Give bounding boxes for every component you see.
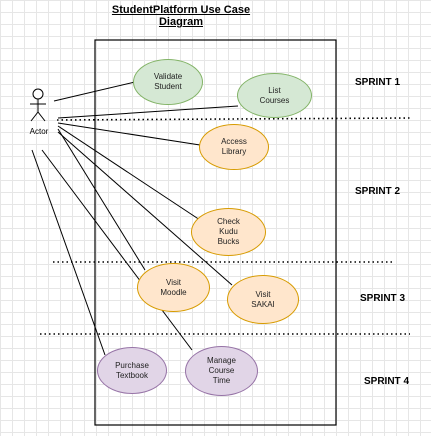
association-visit-moodle (57, 128, 146, 271)
sprint-divider-1 (56, 117, 411, 121)
actor-figure (30, 88, 46, 122)
usecase-check-kudu-bucks[interactable]: Check Kudu Bucks (191, 208, 266, 256)
usecase-manage-course-time[interactable]: Manage Course Time (185, 346, 258, 396)
association-manage-course-time (41, 149, 193, 351)
sprint-label-3: SPRINT 3 (360, 293, 406, 304)
system-boundary (94, 39, 337, 426)
actor-left-leg (30, 111, 39, 122)
association-check-kudu-bucks (57, 125, 201, 221)
usecase-access-library[interactable]: Access Library (199, 124, 269, 170)
actor-label: Actor (29, 127, 49, 136)
usecase-visit-moodle[interactable]: Visit Moodle (137, 263, 210, 312)
association-validate-student (53, 81, 136, 102)
actor-right-leg (37, 111, 46, 122)
usecase-validate-student[interactable]: Validate Student (133, 59, 203, 105)
sprint-label-2: SPRINT 2 (355, 186, 401, 197)
usecase-visit-sakai[interactable]: Visit SAKAI (227, 275, 299, 324)
sprint-label-4: SPRINT 4 (364, 376, 410, 387)
association-access-library (57, 122, 201, 146)
association-list-courses (57, 105, 239, 119)
sprint-label-1: SPRINT 1 (355, 77, 401, 88)
actor-head (32, 88, 44, 100)
diagram-title: StudentPlatform Use Case Diagram (111, 4, 251, 28)
association-visit-sakai (57, 131, 233, 286)
usecase-list-courses[interactable]: List Courses (237, 73, 312, 118)
usecase-purchase-textbook[interactable]: Purchase Textbook (97, 347, 167, 394)
association-purchase-textbook (31, 149, 106, 356)
